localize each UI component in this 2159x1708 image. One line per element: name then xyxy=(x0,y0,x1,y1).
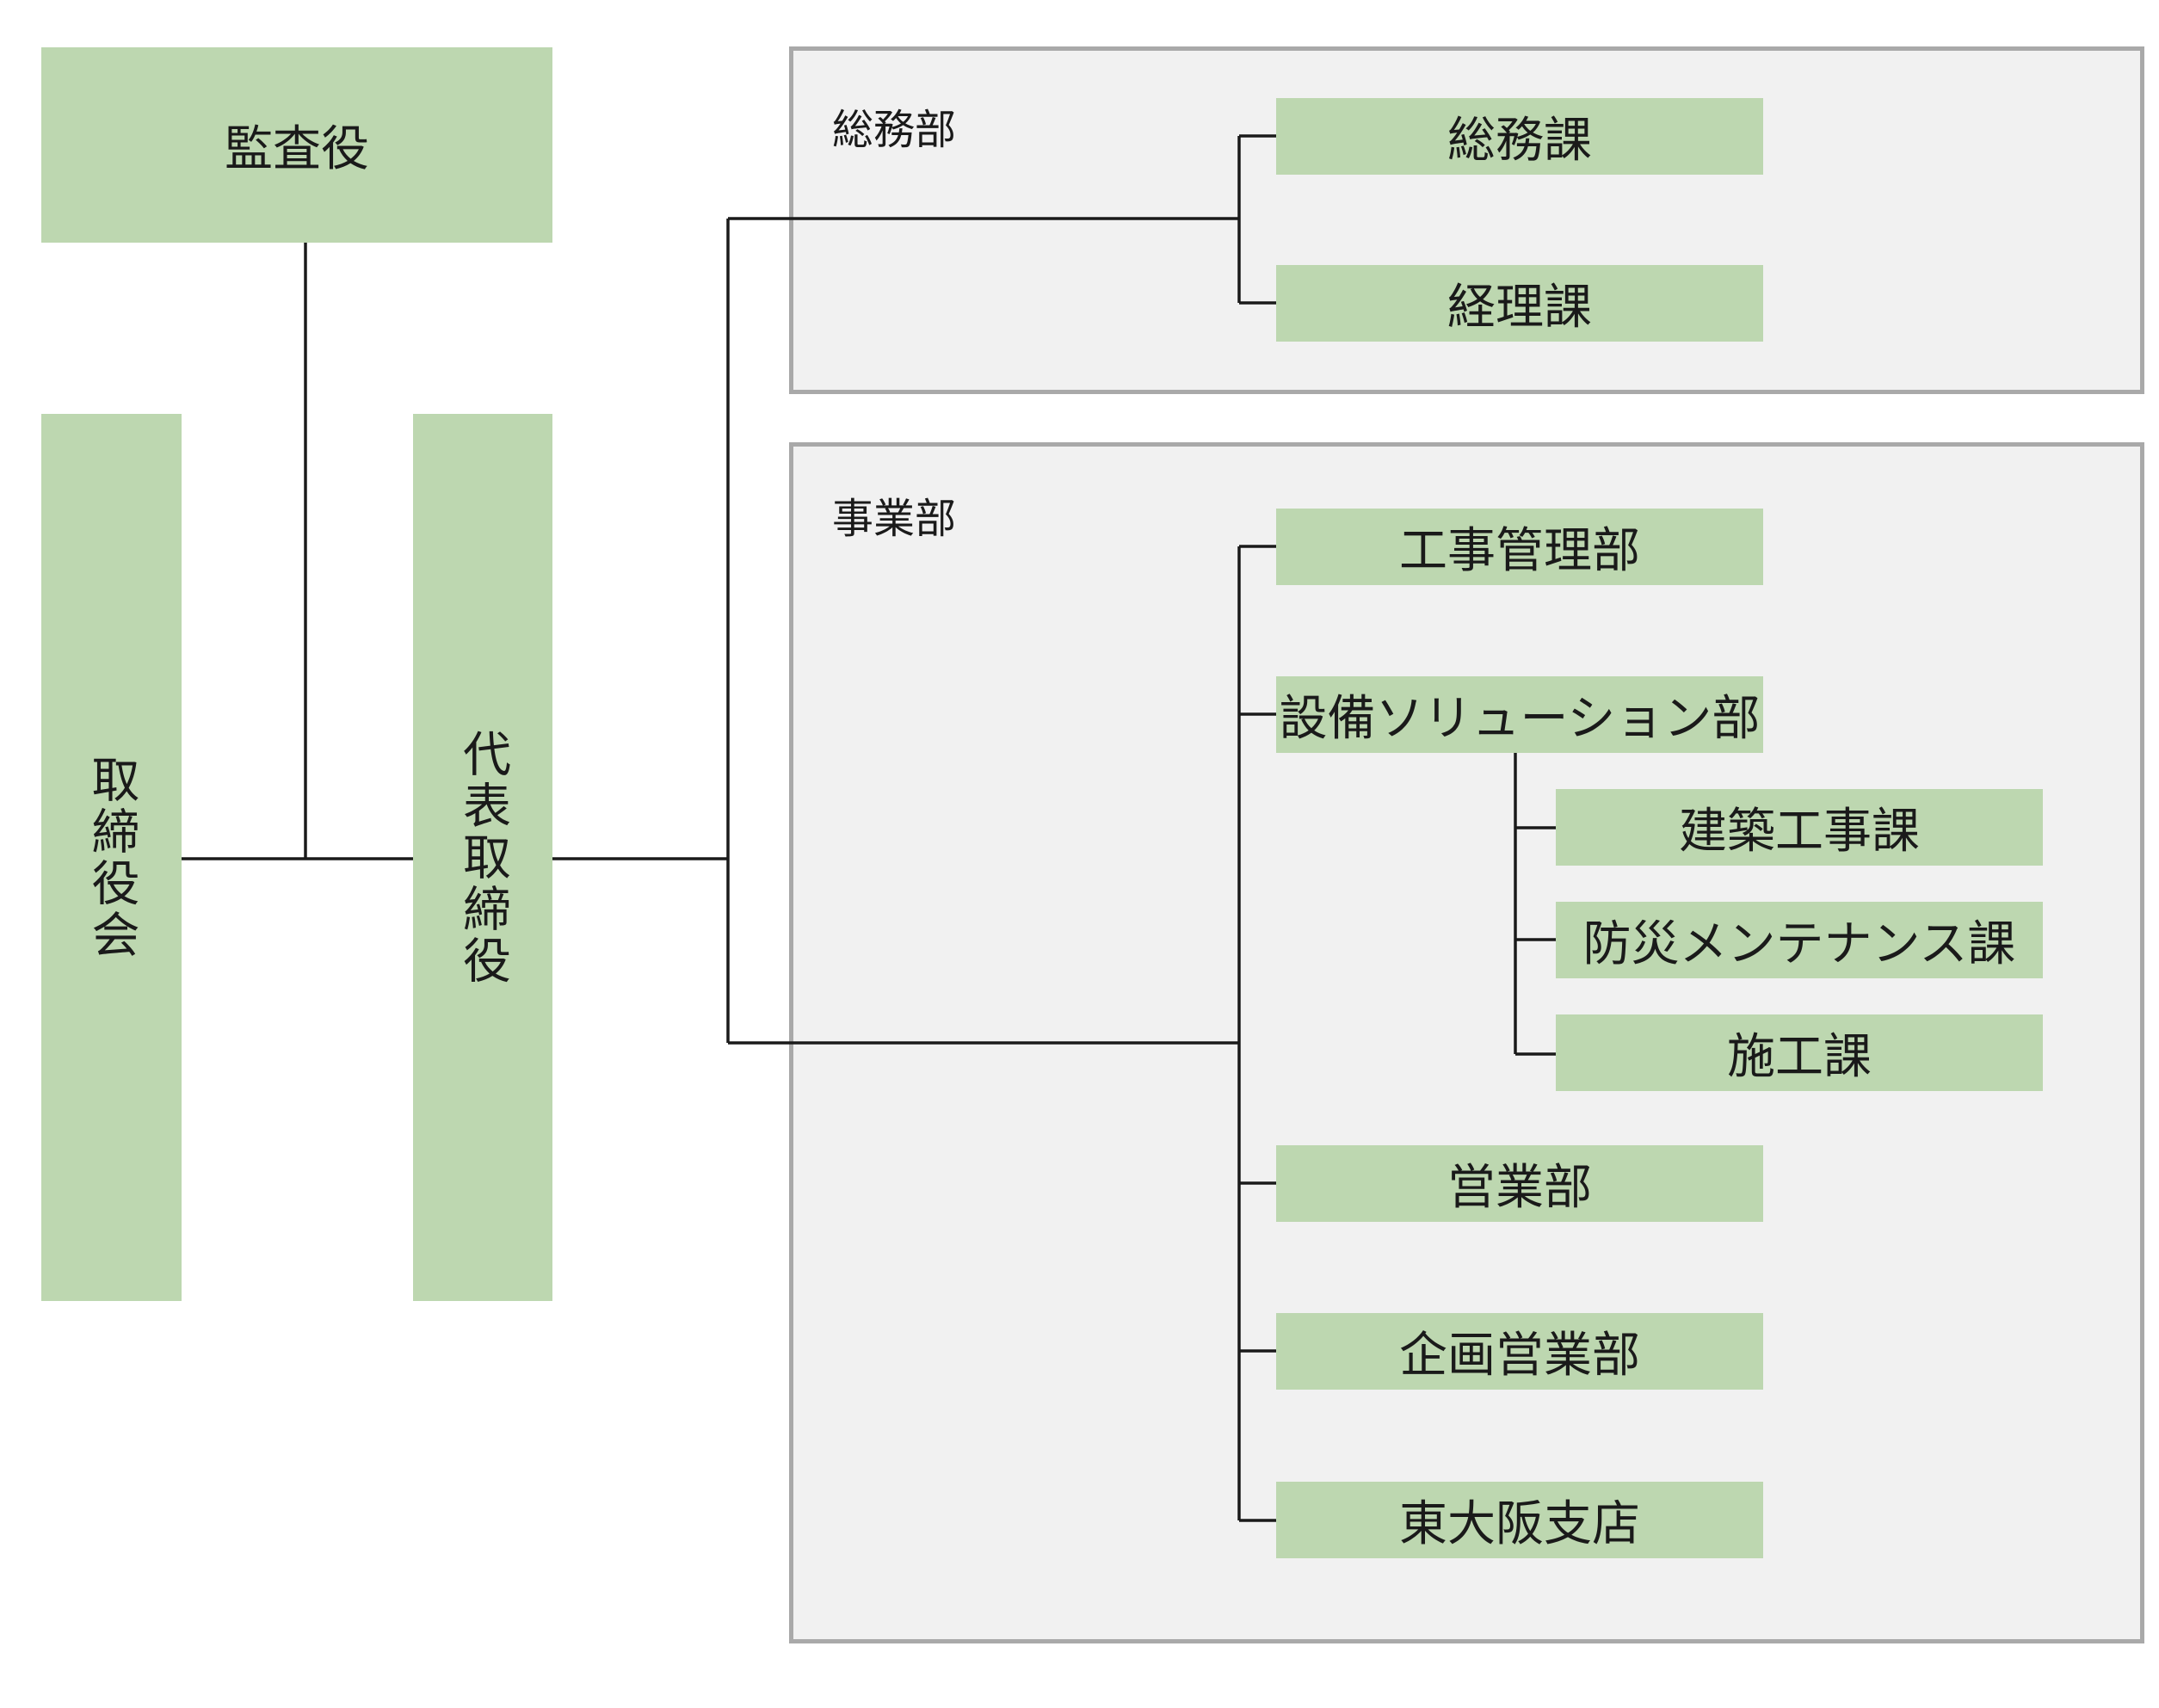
accounting-section-node: 経理課 xyxy=(1276,265,1763,342)
general-affairs-section-node: 総務課 xyxy=(1276,98,1763,175)
sales-dept-node: 営業部 xyxy=(1276,1145,1763,1222)
construction-execution-section-node: 施工課 xyxy=(1556,1014,2043,1091)
general-affairs-division-label: 総務部 xyxy=(832,106,957,154)
higashi-osaka-branch-node: 東大阪支店 xyxy=(1276,1482,1763,1558)
auditor-node: 監査役 xyxy=(41,47,552,243)
board-node: 取締役会 xyxy=(41,414,182,1301)
planning-sales-dept-node: 企画営業部 xyxy=(1276,1313,1763,1390)
president-node: 代表取締役 xyxy=(413,414,552,1301)
facility-solution-dept-node: 設備ソリューション部 xyxy=(1276,676,1763,753)
building-construction-section-node: 建築工事課 xyxy=(1556,789,2043,866)
business-division-label: 事業部 xyxy=(832,495,957,543)
construction-management-dept-node: 工事管理部 xyxy=(1276,509,1763,585)
disaster-maintenance-section-node: 防災メンテナンス課 xyxy=(1556,902,2043,978)
